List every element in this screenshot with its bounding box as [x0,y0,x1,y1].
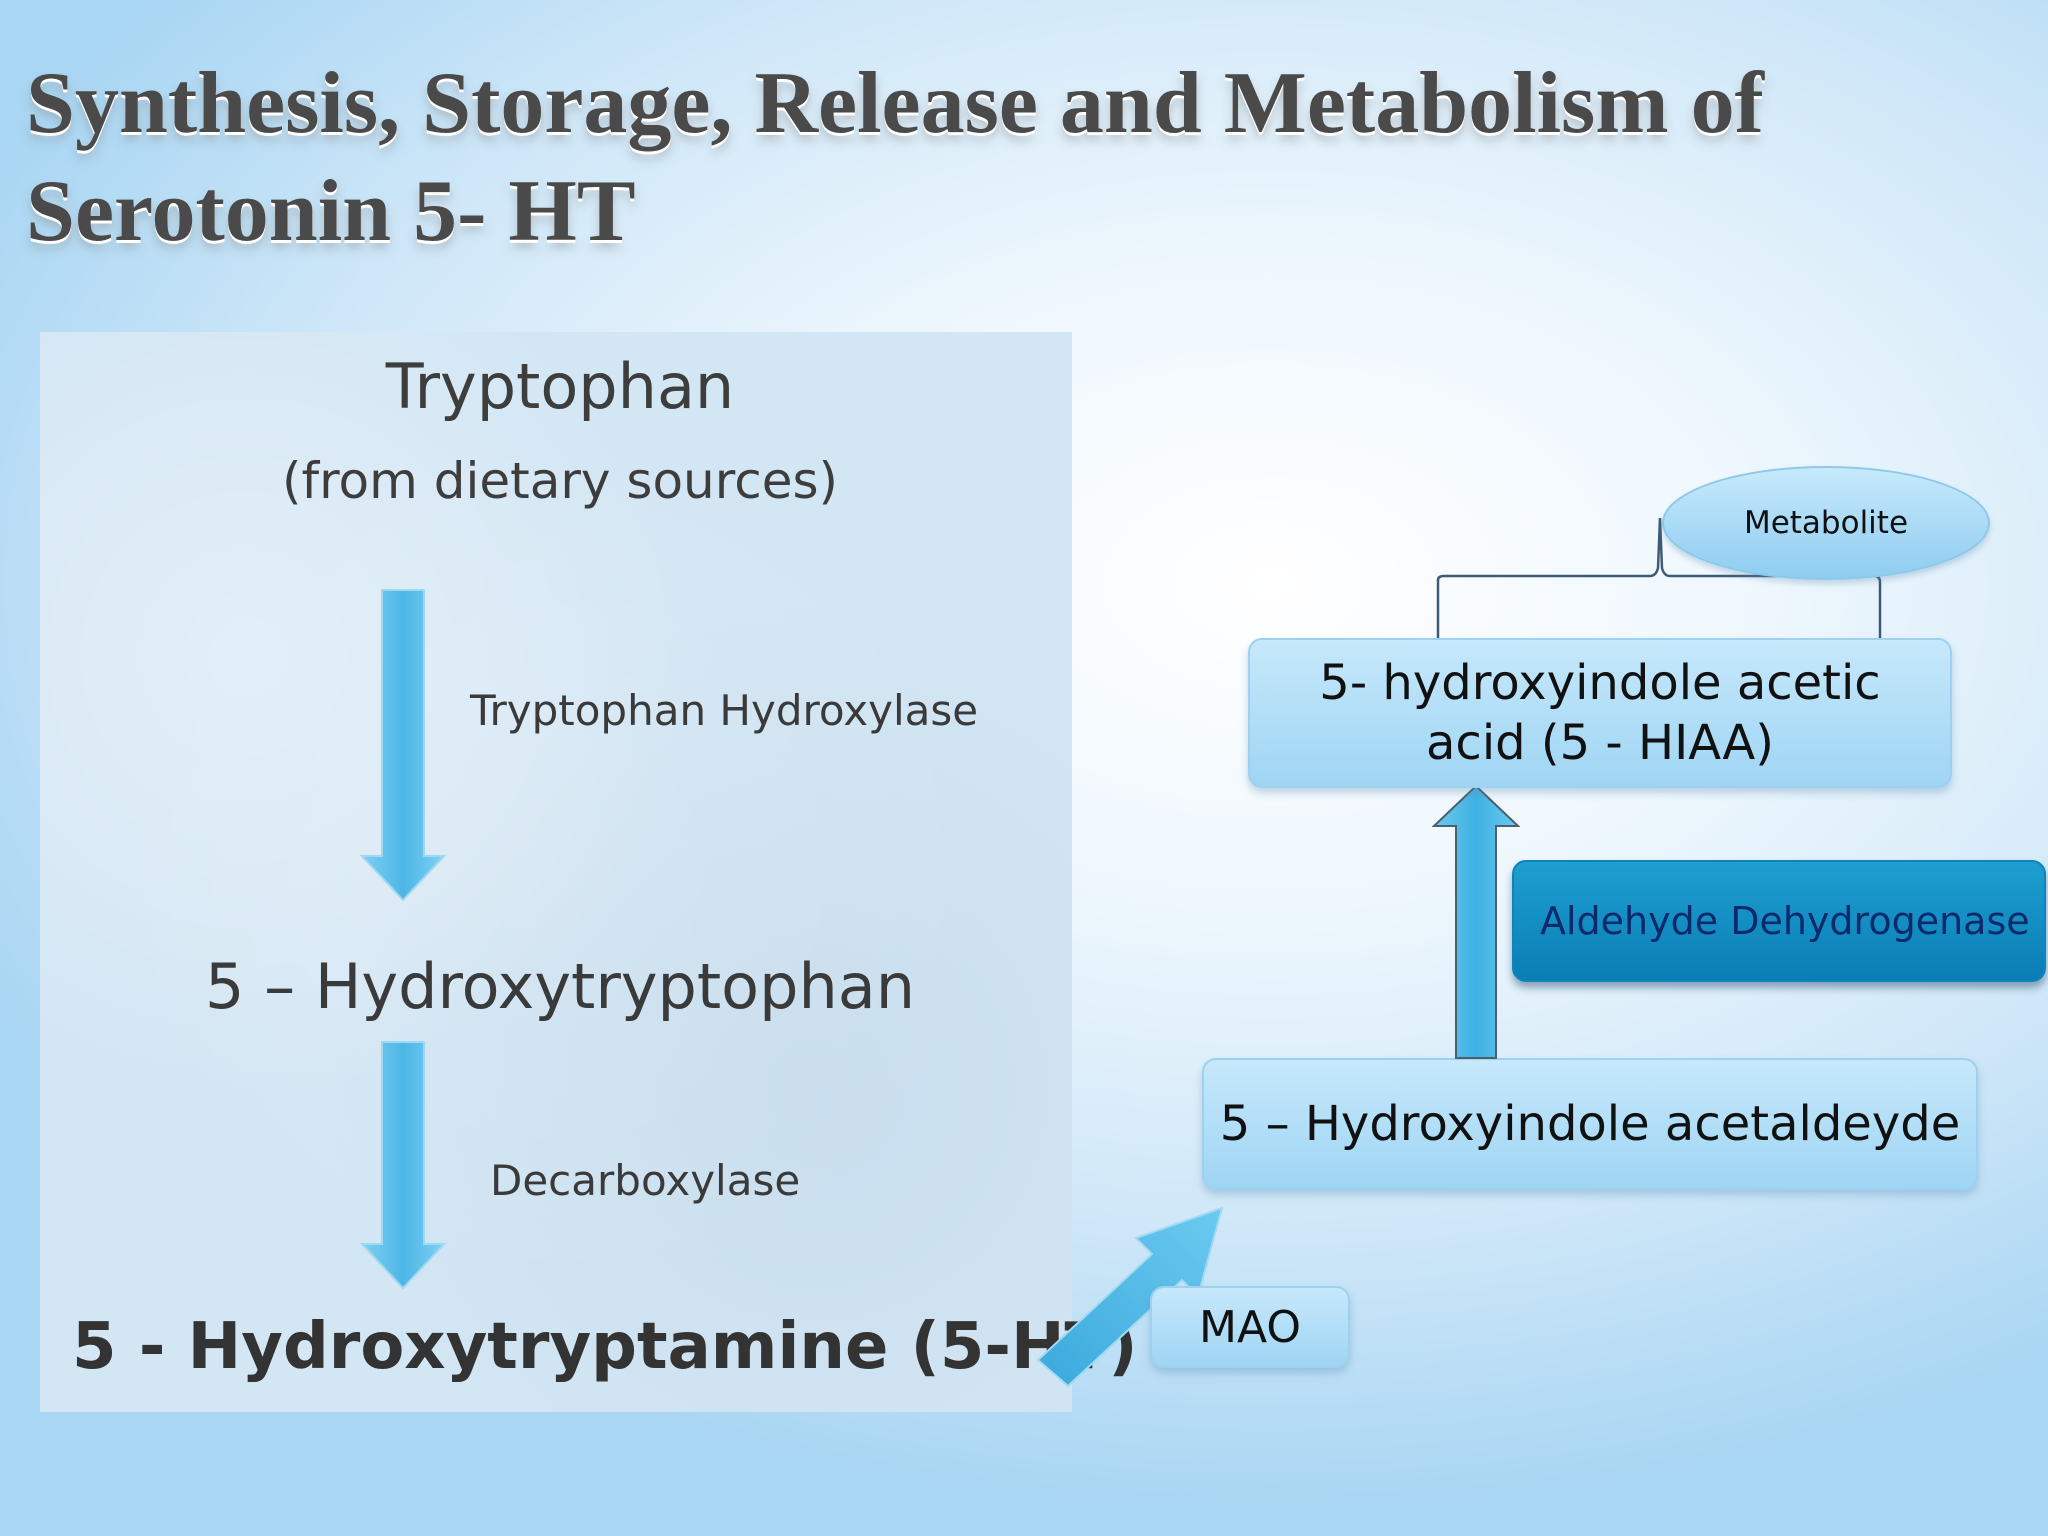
enzyme-mao-label: MAO [1199,1301,1301,1353]
up-arrow [1432,784,1520,1059]
slide-title-line-1: Synthesis, Storage, Release and Metaboli… [26,55,1764,152]
tryptophan-source-label: (from dietary sources) [281,452,839,510]
diagonal-arrow-mao [1036,1206,1224,1388]
enzyme-aldehyde-dehydrogenase-label: Aldehyde Dehydrogenase [1540,899,2030,943]
slide-title-line-2: Serotonin 5- HT [26,163,636,260]
serotonin-label: 5 - Hydroxytryptamine (5-HT) [72,1310,1138,1384]
metabolite-ellipse: Metabolite [1662,466,1990,580]
enzyme-mao-box: MAO [1150,1286,1350,1368]
synthesis-panel [40,332,1072,1412]
hiaa-box: 5- hydroxyindole acetic acid (5 - HIAA) [1248,638,1952,788]
down-arrow-1 [360,589,446,902]
acetaldehyde-box: 5 – Hydroxyindole acetaldeyde [1202,1058,1978,1190]
enzyme-tryptophan-hydroxylase: Tryptophan Hydroxylase [470,686,979,735]
metabolite-label: Metabolite [1743,505,1909,541]
down-arrow-2 [360,1041,446,1290]
hiaa-label-line-2: acid (5 - HIAA) [1426,715,1774,771]
hydroxytryptophan-label: 5 – Hydroxytryptophan [204,950,916,1023]
tryptophan-label: Tryptophan [385,350,735,423]
hiaa-label-line-1: 5- hydroxyindole acetic [1319,655,1881,711]
slide-title: Synthesis, Storage, Release and Metaboli… [26,50,1926,266]
enzyme-decarboxylase: Decarboxylase [490,1156,801,1205]
acetaldehyde-label: 5 – Hydroxyindole acetaldeyde [1219,1096,1961,1152]
enzyme-aldehyde-dehydrogenase-box: Aldehyde Dehydrogenase [1512,860,2046,982]
